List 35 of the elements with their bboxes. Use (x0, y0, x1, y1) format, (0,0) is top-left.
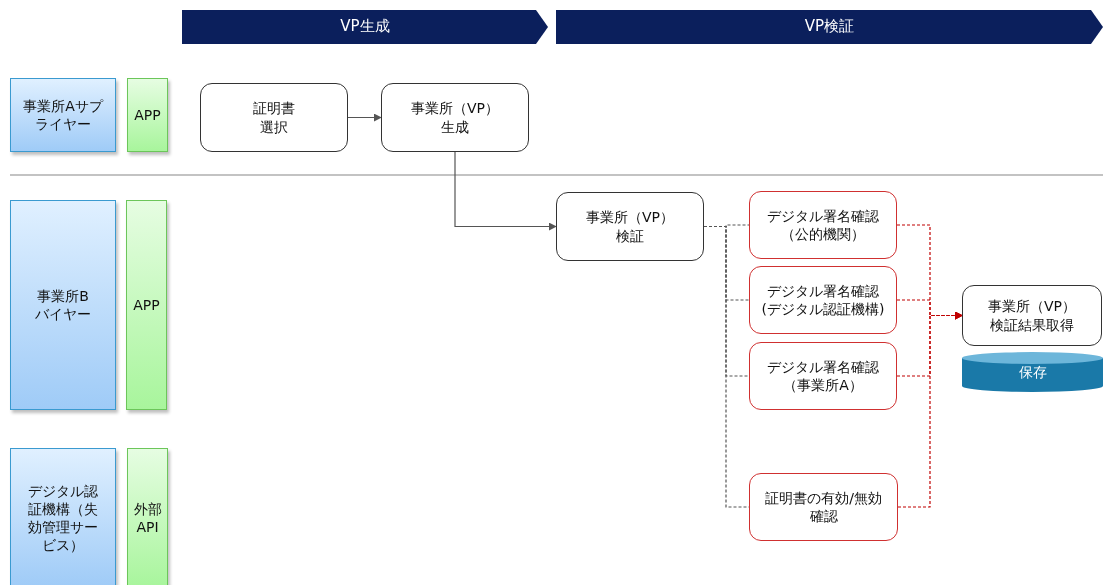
node-label: VP検証 (804, 17, 855, 37)
node-label: APP (134, 105, 161, 125)
node-label: デジタル署名確認（公的機関） (766, 206, 880, 244)
app-box (127, 448, 168, 585)
node-label: デジタル認証機構（失効管理サービス） (27, 481, 99, 555)
connector (347, 113, 382, 122)
app-box (127, 78, 168, 152)
connector (454, 151, 557, 231)
node-label: デジタル署名確認（事業所A） (766, 357, 880, 395)
check-box (749, 473, 898, 541)
node-label: 保存 (1018, 362, 1047, 382)
actor-box (10, 448, 116, 585)
node-label: 事業所（VP）検証結果取得 (987, 297, 1077, 334)
check-box (749, 342, 897, 410)
node-label: VP生成 (340, 17, 390, 37)
process-box (381, 83, 529, 152)
node-label: 事業所Aサプライヤー (22, 96, 105, 134)
node-label: 外部API (132, 499, 163, 537)
actor-box (10, 200, 116, 410)
node-label: デジタル署名確認(デジタル認証機構) (760, 281, 886, 319)
node-label: 証明書選択 (252, 99, 296, 136)
check-box (749, 266, 897, 334)
process-box (200, 83, 348, 152)
node-label: 事業所Bバイヤー (34, 286, 92, 324)
connector (703, 225, 750, 508)
node-label: 証明書の有効/無効確認 (764, 488, 883, 526)
actor-box (10, 78, 116, 152)
process-box (962, 285, 1102, 346)
node-label: APP (133, 295, 160, 315)
node-label: 事業所（VP）生成 (410, 99, 500, 136)
connector (897, 311, 963, 508)
check-box (749, 191, 897, 259)
app-box (126, 200, 167, 410)
process-box (556, 192, 704, 261)
node-label: 事業所（VP）検証 (585, 208, 675, 245)
